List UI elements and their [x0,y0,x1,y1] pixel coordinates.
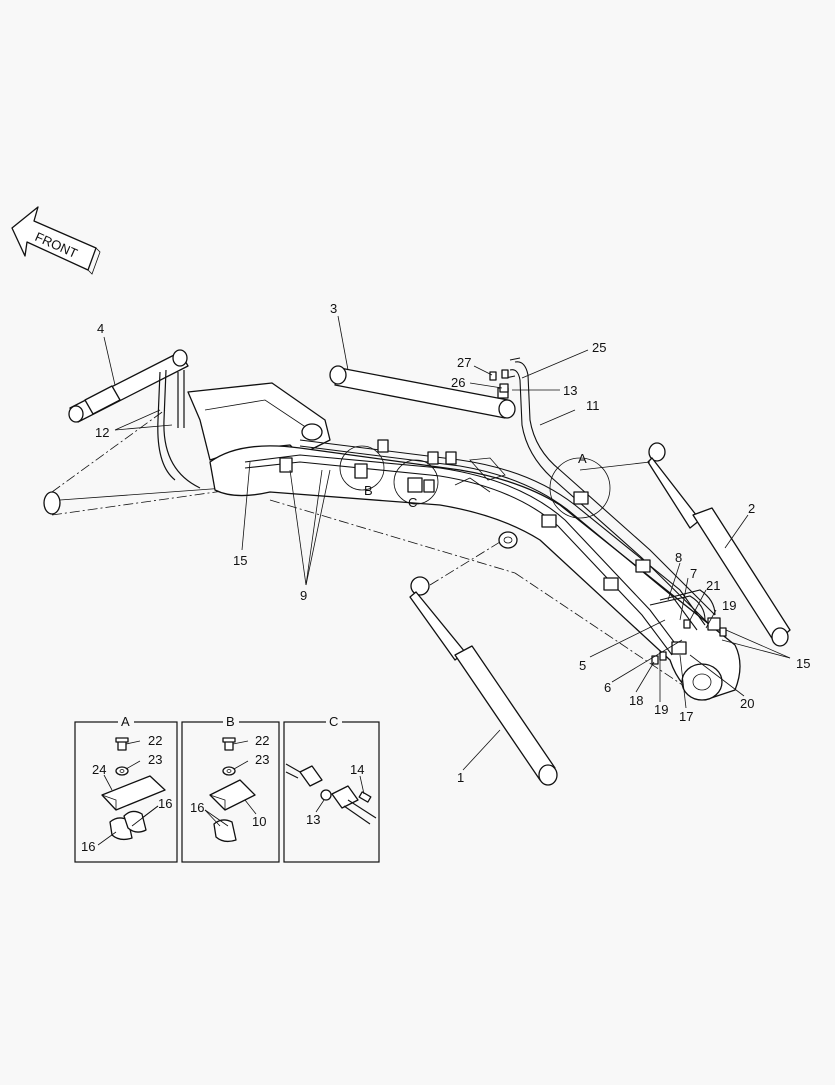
callout-5: 5 [579,658,586,673]
inset-b-label-22: 22 [255,733,269,748]
leader-lines [103,315,791,771]
callout-6: 6 [604,680,611,695]
inset-a: A 22 23 24 16 16 [74,714,178,863]
callouts: 4 12 3 15 9 27 25 26 13 11 2 8 7 21 19 1… [95,301,810,785]
cylinder-1 [409,576,558,786]
cylinder-4 [68,349,201,489]
boom [43,382,741,701]
cylinder-2 [647,442,791,647]
callout-11: 11 [586,398,600,413]
detail-markers: B C A [339,445,611,519]
front-arrow: FRONT [11,206,101,275]
detail-marker-c: C [408,495,417,510]
inset-c-label-14: 14 [350,762,364,777]
inset-c-label-13: 13 [306,812,320,827]
inset-b: B 22 23 16 10 [181,714,280,863]
callout-15-right: 15 [796,656,810,671]
cylinder-3 [329,365,516,419]
inset-a-title: A [121,714,130,729]
callout-21: 21 [706,578,720,593]
inset-a-label-16-left: 16 [81,839,95,854]
callout-12: 12 [95,425,109,440]
inset-a-label-22: 22 [148,733,162,748]
fittings-lower [651,619,727,665]
callout-27: 27 [457,355,471,370]
callout-15-left: 15 [233,553,247,568]
callout-20: 20 [740,696,754,711]
callout-19-lower: 19 [654,702,668,717]
inset-b-label-16: 16 [190,800,204,815]
callout-18: 18 [629,693,643,708]
callout-2: 2 [748,501,755,516]
callout-9: 9 [300,588,307,603]
callout-26: 26 [451,375,465,390]
callout-8: 8 [675,550,682,565]
inset-c-title: C [329,714,338,729]
inset-b-label-23: 23 [255,752,269,767]
detail-marker-b: B [364,483,373,498]
callout-25: 25 [592,340,606,355]
inset-c: C 14 13 [283,714,380,863]
inset-a-label-16-right: 16 [158,796,172,811]
callout-7: 7 [690,566,697,581]
callout-13: 13 [563,383,577,398]
center-lines [51,374,706,701]
callout-4: 4 [97,321,104,336]
hydraulic-pipes [244,357,716,656]
inset-b-title: B [226,714,235,729]
callout-3: 3 [330,301,337,316]
inset-a-label-24: 24 [92,762,106,777]
pipe-clamps [279,439,721,655]
inset-b-label-10: 10 [252,814,266,829]
callout-19-right: 19 [722,598,736,613]
callout-17: 17 [679,709,693,724]
detail-marker-a: A [578,451,587,466]
bushing [498,531,518,549]
inset-a-label-23: 23 [148,752,162,767]
callout-1: 1 [457,770,464,785]
